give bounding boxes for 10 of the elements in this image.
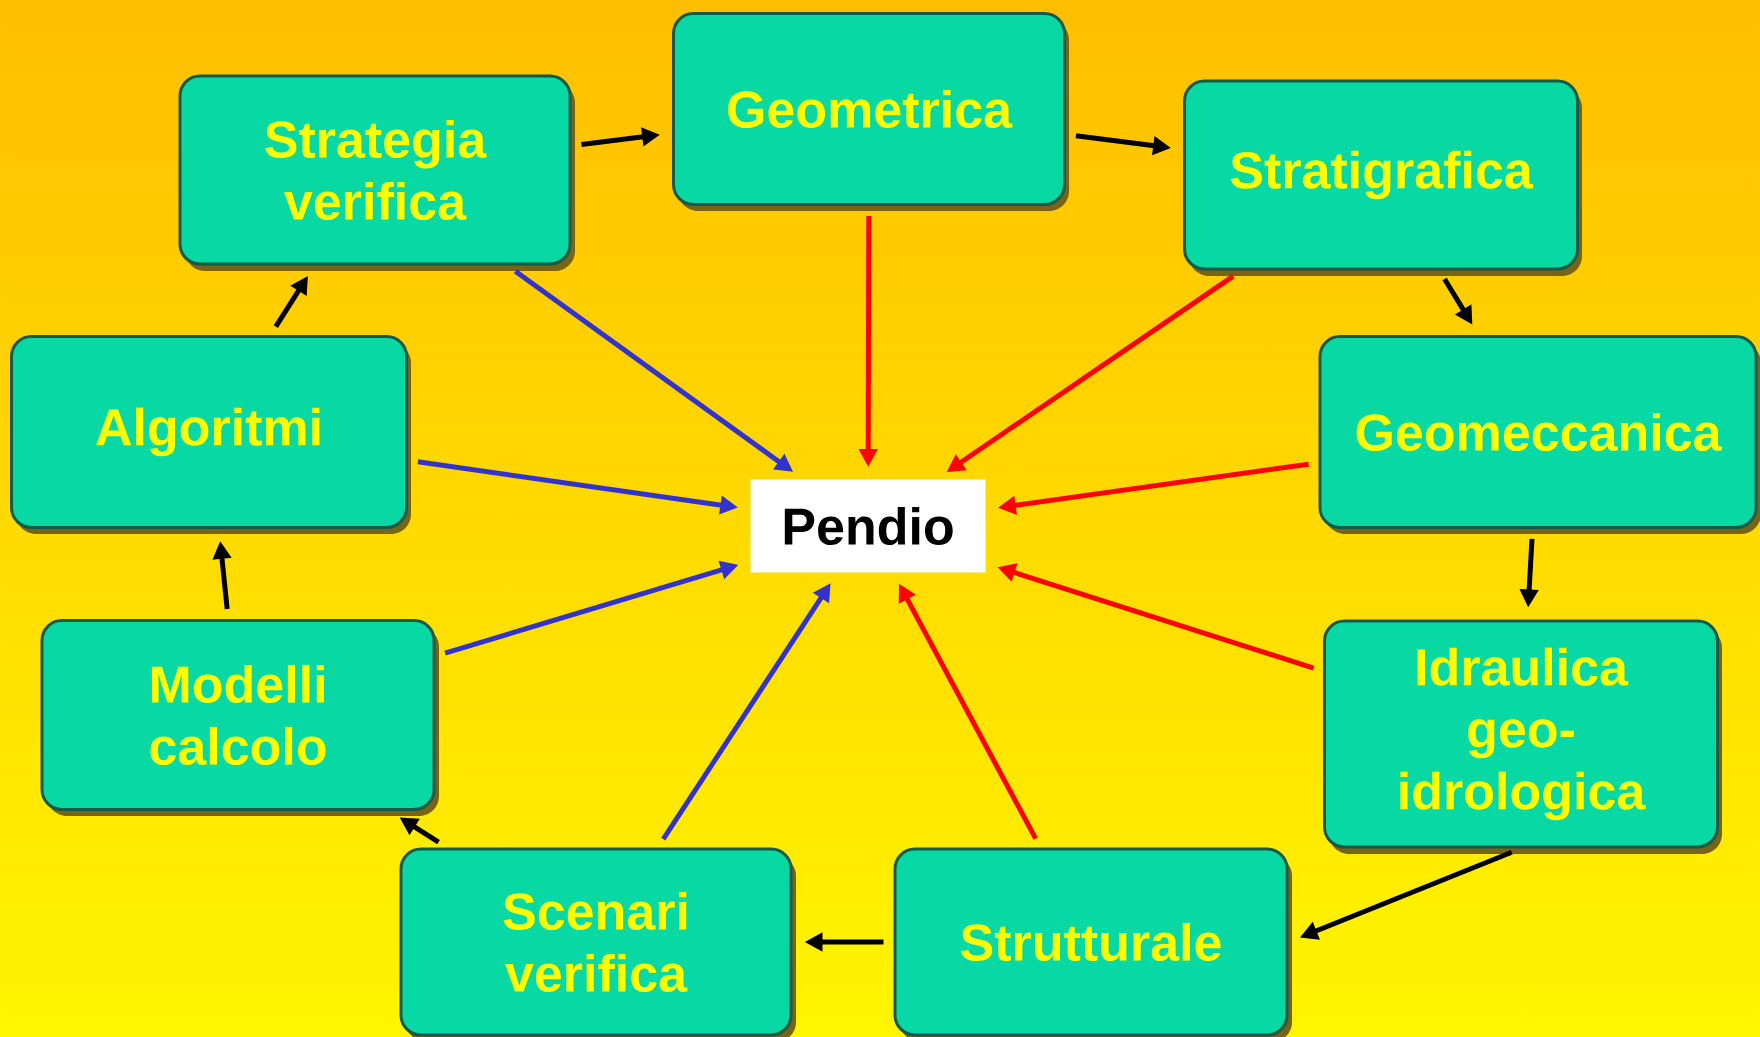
process-box: Strategia verifica (178, 74, 575, 271)
process-box: Scenari verifica (399, 847, 796, 1037)
process-box: Modelli calcolo (40, 619, 439, 816)
process-box: Geomeccanica (1318, 335, 1760, 534)
process-box: Strutturale (893, 847, 1292, 1037)
target-box: Pendio (750, 479, 986, 573)
process-box: Algoritmi (10, 335, 411, 534)
process-box: Geometrica (672, 12, 1069, 211)
process-box: Stratigrafica (1183, 79, 1582, 276)
process-box: Idraulica geo- idrologica (1323, 619, 1722, 854)
